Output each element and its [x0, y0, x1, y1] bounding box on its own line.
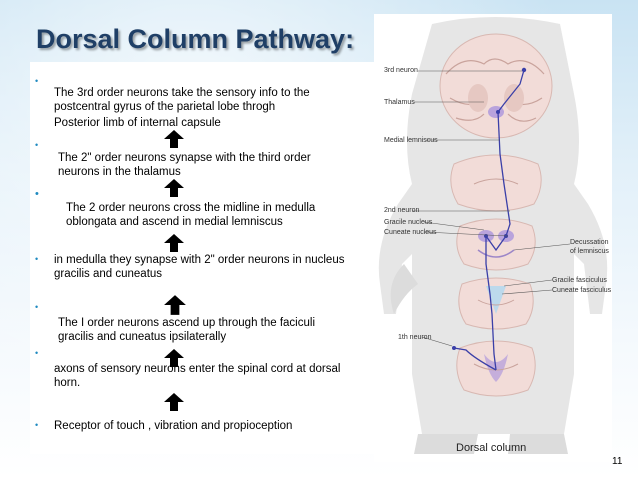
text-line: oblongata and ascend in medial lemniscus — [66, 216, 283, 228]
label-thalamus: Thalamus — [384, 99, 415, 106]
label-gracile-nucleus: Gracile nucleus — [384, 219, 433, 226]
bullet-marker: • — [35, 188, 39, 200]
text-line: The 2 order neurons cross the midline in… — [66, 202, 316, 214]
dorsal-column-figure: 3rd neuron Thalamus Medial lemniscus 2nd… — [374, 14, 612, 462]
midbrain-section — [450, 154, 542, 212]
slide-title: Dorsal Column Pathway: — [36, 24, 355, 54]
text-line: The I order neurons ascend up through th… — [58, 317, 315, 329]
dorsal-column-illustration: 3rd neuron Thalamus Medial lemniscus 2nd… — [378, 17, 612, 454]
leader-lines — [412, 70, 571, 347]
text-line: The 3rd order neurons take the sensory i… — [54, 87, 310, 99]
text-line: in medulla they synapse with 2" order ne… — [54, 254, 345, 266]
text-line: neurons in the thalamus — [58, 166, 181, 178]
text-line: Posterior limb of internal capsule — [54, 117, 221, 129]
bullet-marker: • — [35, 76, 39, 86]
up-arrow-icon — [164, 130, 184, 148]
label-cuneate-nucleus: Cuneate nucleus — [384, 229, 437, 236]
text-line: gracilis and cuneatus ipsilaterally — [58, 331, 227, 343]
bullet-marker: • — [35, 302, 39, 312]
text-line: horn. — [54, 377, 81, 389]
text-line: postcentral gyrus of the parietal lobe t… — [54, 101, 276, 113]
bullet-marker: • — [35, 348, 39, 358]
label-second-neuron: 2nd neuron — [384, 207, 420, 214]
figure-caption: Dorsal column — [456, 442, 526, 454]
cervical-cord-section — [458, 277, 534, 330]
label-medial-lemniscus: Medial lemniscus — [384, 137, 438, 144]
text-line: The 2" order neurons synapse with the th… — [58, 152, 311, 164]
medulla-section — [456, 218, 536, 271]
label-third-neuron: 3rd neuron — [384, 67, 418, 74]
label-cuneate-fasciculus: Cuneate fasciculus — [552, 287, 612, 294]
bullet-marker: • — [35, 254, 39, 264]
text-line: Receptor of touch , vibration and propio… — [54, 420, 293, 432]
up-arrow-icon — [164, 234, 184, 252]
bullet-marker: • — [35, 420, 39, 430]
text-line: gracilis and cuneatus — [54, 268, 163, 280]
up-arrow-icon — [164, 393, 184, 411]
label-gracile-fasciculus: Gracile fasciculus — [552, 277, 607, 284]
up-arrow-icon — [164, 179, 184, 197]
label-first-neuron: 1th neuron — [398, 334, 432, 341]
label-decussation-cont: of lemniscus — [570, 248, 609, 255]
label-decussation: Decussation — [570, 239, 609, 246]
brain-section — [439, 33, 553, 139]
up-arrow-icon — [164, 349, 184, 367]
page-number: 11 — [612, 456, 623, 467]
text-panel: • The 3rd order neurons take the sensory… — [30, 62, 378, 454]
text-line: axons of sensory neurons enter the spina… — [54, 363, 341, 375]
up-arrow-icon — [164, 295, 186, 315]
bullet-marker: • — [35, 140, 39, 150]
